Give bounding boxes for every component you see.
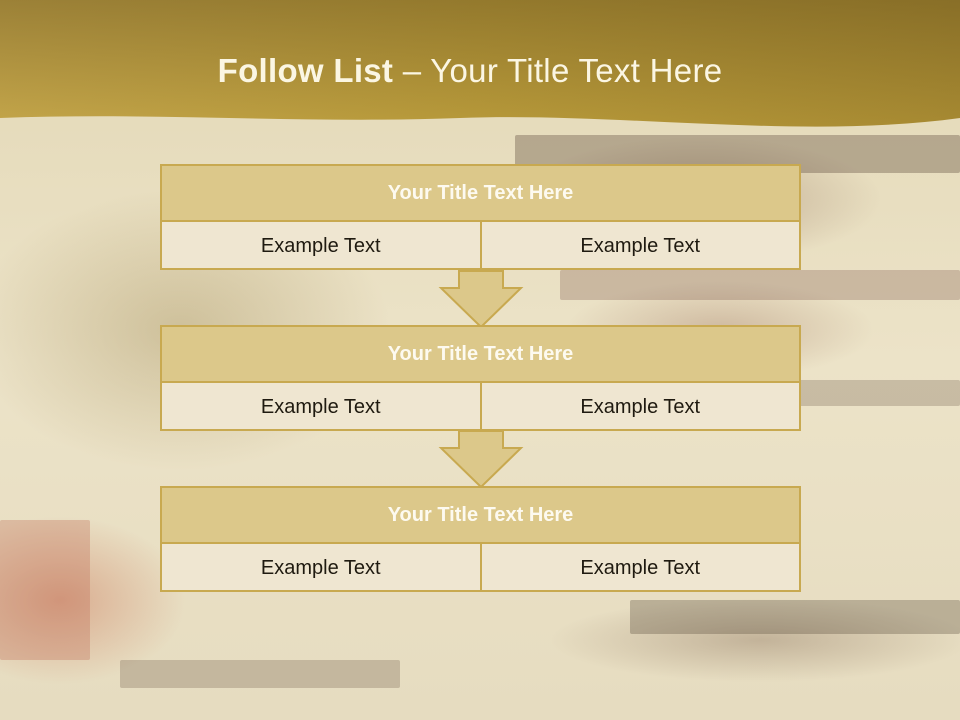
block-row: Example Text Example Text bbox=[162, 544, 799, 592]
block-cell-right: Example Text bbox=[479, 383, 800, 431]
block-cell-right: Example Text bbox=[479, 544, 800, 592]
block-heading: Your Title Text Here bbox=[162, 166, 799, 222]
brush-stroke bbox=[560, 270, 960, 300]
block-heading: Your Title Text Here bbox=[162, 327, 799, 383]
list-block: Your Title Text Here Example Text Exampl… bbox=[160, 164, 801, 270]
slide-title: Follow List – Your Title Text Here bbox=[0, 52, 940, 90]
down-arrow-icon bbox=[438, 270, 524, 329]
block-cell-left: Example Text bbox=[260, 395, 381, 418]
title-banner bbox=[0, 0, 960, 127]
list-block: Your Title Text Here Example Text Exampl… bbox=[160, 325, 801, 431]
title-bold: Follow List bbox=[217, 52, 394, 89]
down-arrow-icon bbox=[438, 430, 524, 489]
block-row: Example Text Example Text bbox=[162, 383, 799, 431]
block-row: Example Text Example Text bbox=[162, 222, 799, 270]
title-rest: – Your Title Text Here bbox=[393, 52, 723, 89]
block-heading: Your Title Text Here bbox=[162, 488, 799, 544]
brush-stroke bbox=[0, 520, 90, 660]
block-cell-left: Example Text bbox=[260, 556, 381, 579]
block-cell-left: Example Text bbox=[260, 234, 381, 257]
block-cell-right: Example Text bbox=[479, 222, 800, 270]
brush-stroke bbox=[630, 600, 960, 634]
list-block: Your Title Text Here Example Text Exampl… bbox=[160, 486, 801, 592]
brush-stroke bbox=[120, 660, 400, 688]
